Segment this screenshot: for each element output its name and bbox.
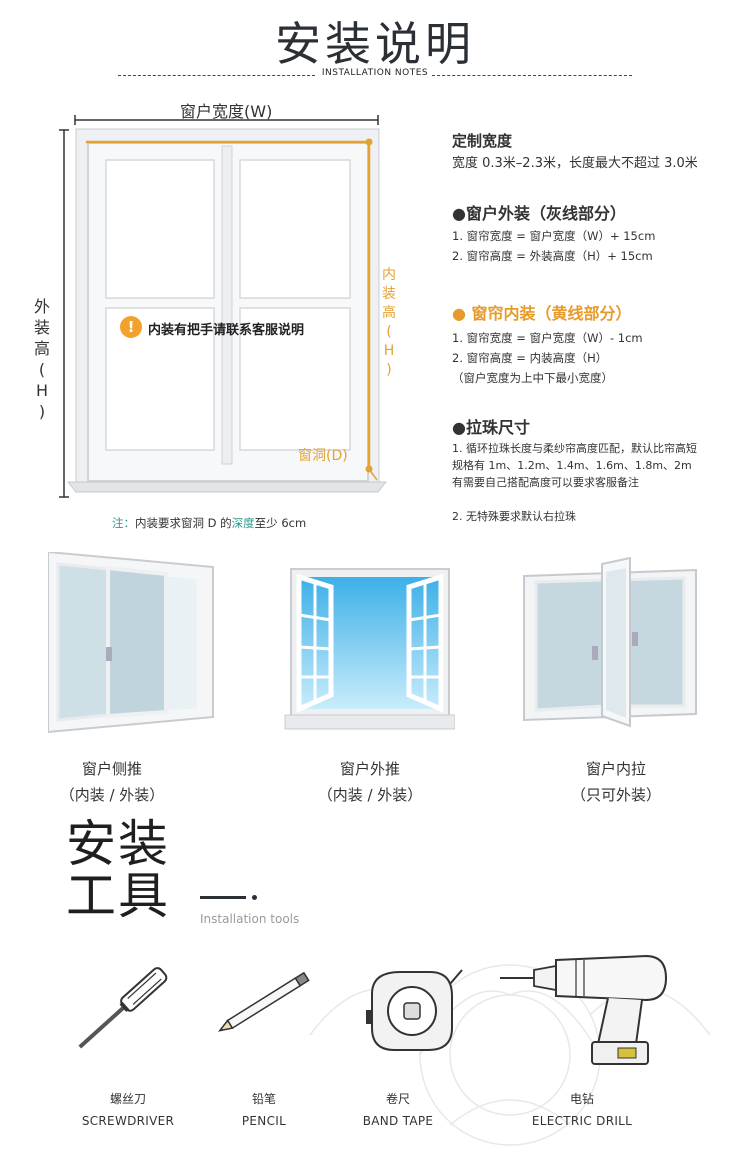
bead-chain-title: ●拉珠尺寸 bbox=[452, 418, 530, 437]
note-highlight: 深度 bbox=[231, 516, 255, 530]
page-subtitle: INSTALLATION NOTES bbox=[321, 68, 429, 78]
screwdriver-icon bbox=[78, 967, 168, 1049]
tool-en-drill: ELECTRIC DRILL bbox=[531, 1114, 633, 1128]
inside-item: 2. 窗帘高度 = 内装高度（H） bbox=[452, 351, 608, 365]
casement-out-window-image bbox=[284, 568, 455, 730]
custom-width-title: 定制宽度 bbox=[452, 132, 513, 150]
depth-note: 注：内装要求窗洞 D 的深度至少 6cm bbox=[112, 516, 307, 530]
note-prefix: 注： bbox=[112, 516, 135, 530]
outside-mount-list: 1. 窗帘宽度 = 窗户宽度（W）+ 15cm 2. 窗帘高度 = 外装高度（H… bbox=[452, 226, 655, 266]
divider-left bbox=[118, 75, 315, 76]
inside-mount-list: 1. 窗帘宽度 = 窗户宽度（W）- 1cm 2. 窗帘高度 = 内装高度（H）… bbox=[452, 328, 643, 388]
window-type-casement-in: 窗户内拉（只可外装） bbox=[570, 760, 661, 804]
tool-name-pencil: 铅笔 bbox=[251, 1092, 276, 1106]
divider-right bbox=[432, 75, 632, 76]
tools-title-dash bbox=[200, 896, 246, 899]
outside-item: 2. 窗帘高度 = 外装高度（H）+ 15cm bbox=[452, 249, 653, 263]
outer-height-label: 外 装 高 ( H ) bbox=[33, 297, 50, 421]
bead-chain-text: 1. 循环拉珠长度与柔纱帘高度匹配，默认比帘高短 规格有 1m、1.2m、1.4… bbox=[452, 442, 697, 489]
inside-mount-title: ● 窗帘内装（黄线部分） bbox=[452, 304, 632, 323]
window-width-label: 窗户宽度(W) bbox=[180, 102, 273, 121]
tools-subtitle: Installation tools bbox=[200, 912, 300, 926]
inside-item: （窗户宽度为上中下最小宽度） bbox=[452, 371, 613, 385]
page-title: 安装说明 bbox=[275, 17, 475, 71]
window-type-casement-out: 窗户外推（内装 / 外装） bbox=[317, 760, 423, 804]
tool-name-drill: 电钻 bbox=[569, 1092, 594, 1106]
window-hole-label: 窗洞(D) bbox=[298, 448, 348, 464]
window-type-sliding: 窗户侧推（内装 / 外装） bbox=[59, 760, 165, 804]
inner-height-label: 内 装 高 ( H ) bbox=[382, 267, 396, 378]
warning-text: 内装有把手请联系客服说明 bbox=[148, 323, 305, 338]
outside-item: 1. 窗帘宽度 = 窗户宽度（W）+ 15cm bbox=[452, 229, 656, 243]
inside-item: 1. 窗帘宽度 = 窗户宽度（W）- 1cm bbox=[452, 331, 643, 345]
casement-in-window-image bbox=[523, 556, 697, 728]
tape-measure-icon bbox=[366, 969, 463, 1051]
tool-en-tape: BAND TAPE bbox=[362, 1114, 434, 1128]
outside-mount-title: ●窗户外装（灰线部分） bbox=[452, 204, 626, 223]
electric-drill-icon bbox=[500, 954, 668, 1065]
custom-width-text: 宽度 0.3米–2.3米，长度最大不超过 3.0米 bbox=[452, 156, 698, 171]
tool-en-pencil: PENCIL bbox=[241, 1114, 287, 1128]
sliding-window-image bbox=[48, 552, 214, 734]
bead-chain-default: 2. 无特殊要求默认右拉珠 bbox=[452, 510, 576, 523]
window-diagram bbox=[59, 115, 388, 498]
tools-title-dot bbox=[252, 895, 257, 900]
tool-en-screwdriver: SCREWDRIVER bbox=[81, 1114, 175, 1128]
tool-name-screwdriver: 螺丝刀 bbox=[109, 1092, 146, 1106]
pencil-icon bbox=[217, 971, 310, 1032]
tool-name-tape: 卷尺 bbox=[385, 1092, 410, 1106]
warning-icon: ! bbox=[120, 316, 142, 338]
tools-title: 安装 工具 bbox=[66, 815, 170, 925]
